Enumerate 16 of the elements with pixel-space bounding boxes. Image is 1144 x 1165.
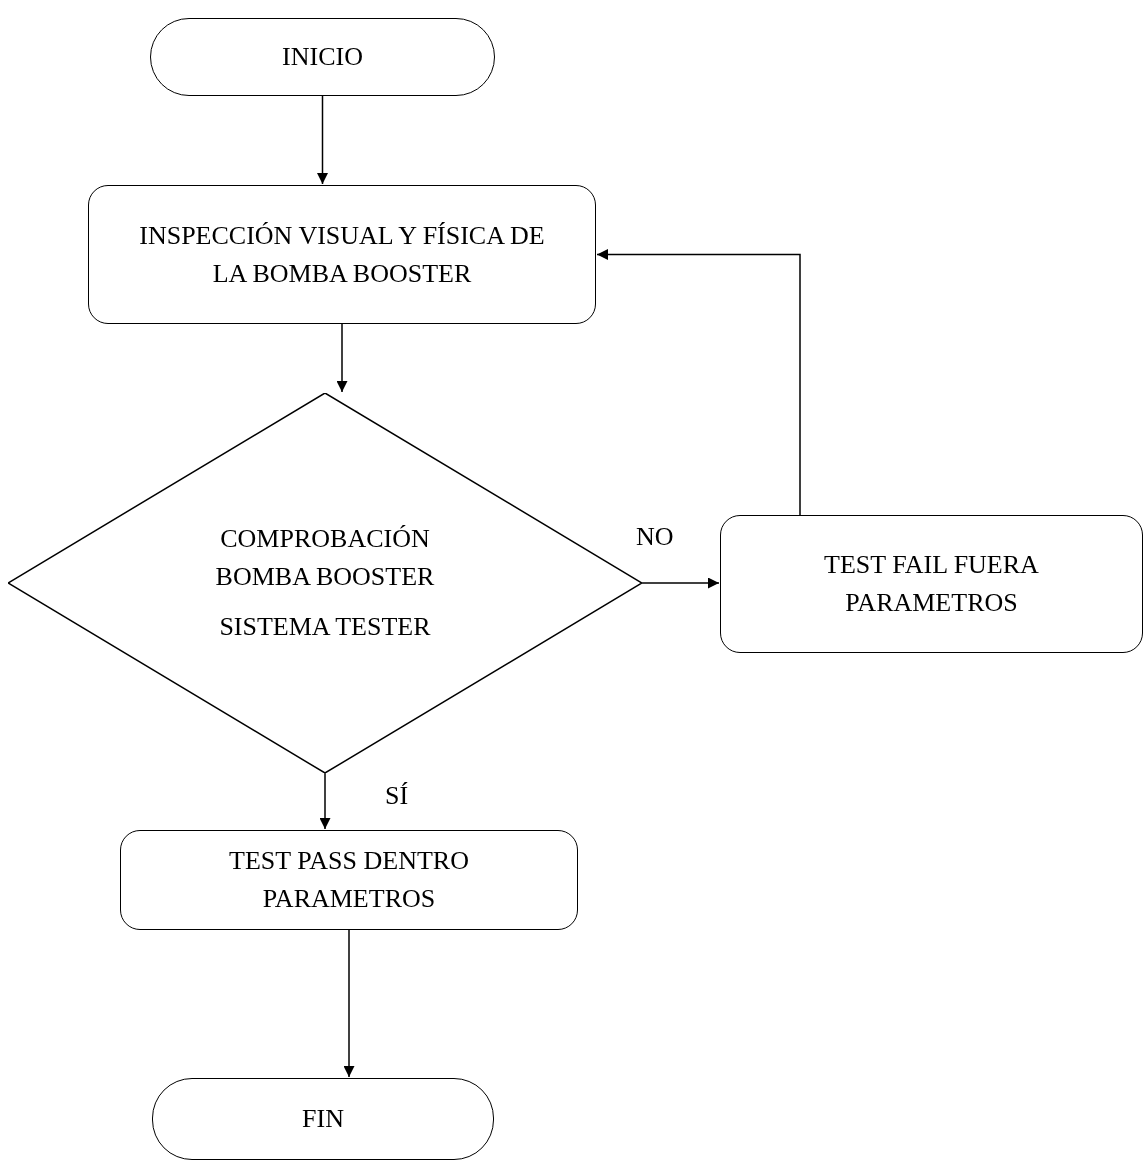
arrow <box>343 929 355 1078</box>
node-label: TEST FAIL FUERA PARAMETROS <box>823 549 1040 619</box>
arrow <box>319 772 331 830</box>
node-label: SISTEMA TESTER <box>219 610 431 643</box>
arrow <box>596 249 801 516</box>
node-label: COMPROBACIÓN BOMBA BOOSTER <box>214 523 436 594</box>
node-label: INICIO <box>282 41 363 74</box>
node-label: FIN <box>302 1103 344 1136</box>
process-box <box>120 830 578 930</box>
arrow <box>641 577 720 589</box>
process-box <box>720 515 1143 653</box>
arrow <box>317 95 328 185</box>
arrow <box>336 323 348 393</box>
process-box <box>88 185 596 324</box>
node-label: TEST PASS DENTRO PARAMETROS <box>228 845 470 915</box>
node-label: INSPECCIÓN VISUAL Y FÍSICA DE LA BOMBA BOOSTER <box>138 219 546 290</box>
